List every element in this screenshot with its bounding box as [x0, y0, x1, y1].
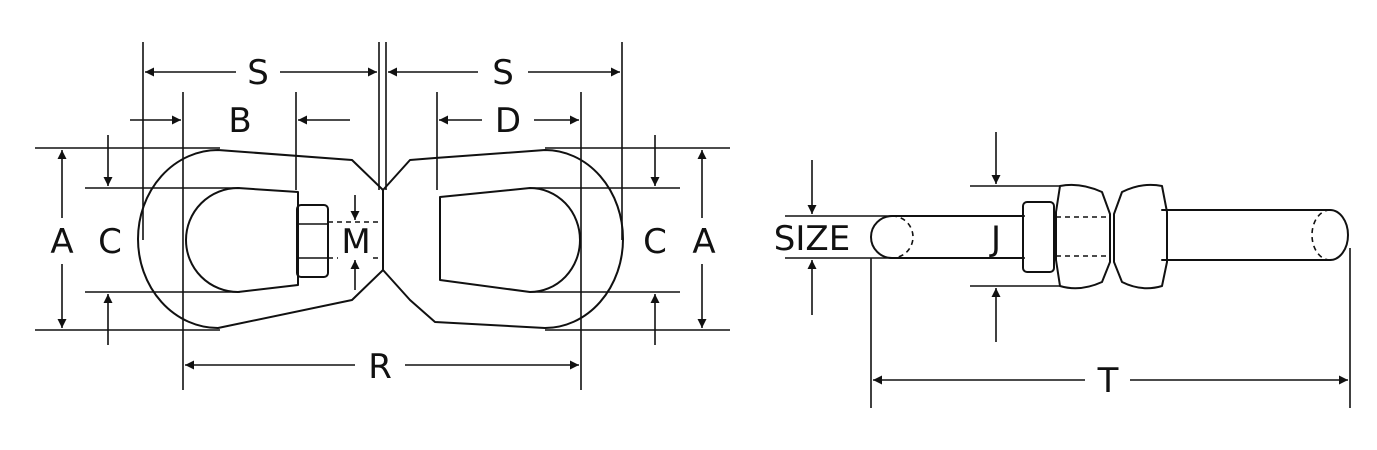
dim-label-r: R: [368, 347, 392, 387]
dim-label-j: J: [989, 219, 1001, 259]
dim-label-a-right: A: [692, 222, 715, 262]
front-view: S S B D A C M C A: [35, 42, 730, 390]
right-eye-outer: [382, 149, 624, 329]
side-body-right: [1113, 183, 1168, 290]
dim-label-a-left: A: [50, 222, 73, 262]
side-body-left: [1055, 183, 1111, 290]
swivel-nut: [296, 204, 329, 278]
dim-label-s-right: S: [492, 53, 514, 93]
dim-label-size: SIZE: [774, 219, 850, 259]
left-eye-outer: [137, 149, 384, 329]
side-nut: [1022, 201, 1055, 273]
side-view: SIZE J T: [774, 132, 1351, 408]
dim-label-m: M: [341, 222, 370, 262]
dim-label-t: T: [1097, 361, 1119, 401]
dim-label-c-right: C: [643, 222, 667, 262]
dim-label-d: D: [495, 101, 521, 141]
dim-label-b: B: [228, 101, 251, 141]
dim-label-c-left: C: [98, 222, 122, 262]
left-eye-inner: [185, 187, 299, 293]
side-rods: [870, 209, 1349, 261]
right-eye-inner: [439, 187, 581, 293]
dim-label-s-left: S: [247, 53, 269, 93]
